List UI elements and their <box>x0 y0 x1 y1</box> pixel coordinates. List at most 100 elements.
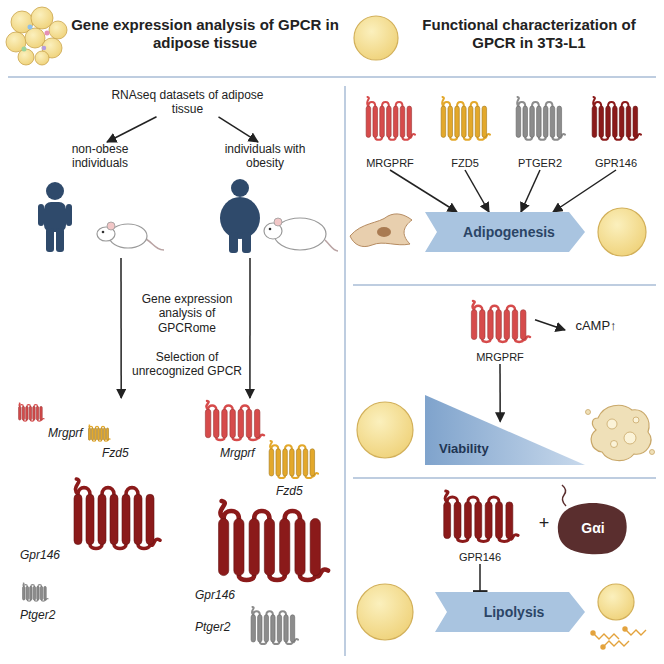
receptor-helix <box>482 106 487 137</box>
receptor-helix <box>543 106 548 137</box>
receptor-helix <box>254 409 259 438</box>
receptor-helix <box>29 406 31 420</box>
person-figure <box>38 182 72 252</box>
flow-arrow <box>107 117 157 142</box>
receptor-icon <box>19 403 44 421</box>
flow-arrow <box>553 170 616 212</box>
receptor-helix <box>619 106 624 137</box>
receptor-helix <box>86 494 94 544</box>
receptor-helix <box>146 494 154 544</box>
receptor-icon <box>444 491 518 541</box>
flow-arrow <box>521 170 540 212</box>
receptor-helix <box>480 310 485 340</box>
adipocyte-cell <box>598 584 634 620</box>
receptor-loop <box>75 479 160 548</box>
adipose-tissue-icon <box>6 7 67 65</box>
receptor-helix <box>26 586 28 600</box>
receptor-helix <box>448 106 453 137</box>
receptor-helix <box>284 615 288 642</box>
receptor-helix <box>230 409 235 438</box>
receptor-helix <box>258 615 262 642</box>
receptor-helix <box>485 502 492 539</box>
receptor-helix <box>264 615 268 642</box>
flow-arrow <box>465 170 489 212</box>
receptor-helix <box>92 428 94 440</box>
receptor-icon <box>74 479 160 548</box>
receptor-node: GPR146 <box>440 488 520 564</box>
receptor-icon <box>269 441 318 478</box>
node-text: individuals with obesity <box>223 142 307 171</box>
receptor-helix <box>44 586 46 600</box>
receptor-helix <box>104 428 106 440</box>
receptor-icon <box>23 583 48 601</box>
adipocyte-cell <box>357 584 413 640</box>
receptor-helix <box>516 106 521 137</box>
receptor-helix <box>303 449 308 476</box>
flow-arrow <box>219 117 259 142</box>
receptor-helix <box>22 406 24 420</box>
receptor-helix <box>557 106 562 137</box>
receptor-helix <box>606 106 611 137</box>
receptor-loop <box>19 403 44 421</box>
preadipocyte-cell <box>350 214 412 247</box>
gene-group: MrgprfFzd5Gpr146Ptger2 <box>190 398 338 655</box>
receptor-helix <box>98 428 100 440</box>
gene-name: Ptger2 <box>195 620 230 634</box>
receptor-helix <box>33 586 35 600</box>
receptor-loop <box>442 97 490 140</box>
receptor-helix <box>441 106 446 137</box>
viability-wedge: Viability <box>425 395 585 465</box>
node-text: non-obese individuals <box>58 142 142 171</box>
person-figure <box>220 179 260 253</box>
receptor-helix <box>30 586 32 600</box>
receptor-helix <box>613 106 618 137</box>
receptor-node: GPR146 <box>580 92 652 170</box>
receptor-helix <box>134 494 142 544</box>
receptor-helix <box>523 106 528 137</box>
dying-cell <box>586 405 655 460</box>
node-text: MRGPRF <box>476 351 524 364</box>
receptor-helix <box>40 406 42 420</box>
receptor-helix <box>98 494 106 544</box>
receptor-node: MRGPRF <box>355 92 425 170</box>
node-text: cAMP↑ <box>575 318 616 334</box>
receptor-helix <box>310 518 320 575</box>
receptor-helix <box>277 615 281 642</box>
receptor-helix <box>37 586 39 600</box>
gene-name: Gpr146 <box>20 548 60 562</box>
receptor-loop <box>367 97 415 140</box>
receptor-helix <box>101 428 103 440</box>
receptor-helix <box>110 494 118 544</box>
step-label: Selection of unrecognized GPCR <box>129 350 245 379</box>
receptor-helix <box>89 428 91 440</box>
receptor-helix <box>205 409 210 438</box>
receptor-loop <box>23 583 48 601</box>
panel-heading: Functional characterization of GPCR in 3… <box>402 16 656 52</box>
node-text: PTGER2 <box>518 157 562 170</box>
receptor-helix <box>366 106 371 137</box>
node-text: Gαi <box>581 520 604 537</box>
receptor-helix <box>290 615 294 642</box>
receptor-helix <box>26 406 28 420</box>
receptor-icon <box>366 97 415 140</box>
receptor-helix <box>40 586 42 600</box>
gene-name: Mrgprf <box>48 426 83 440</box>
receptor-helix <box>626 106 631 137</box>
node-text: Adipogenesis <box>463 224 555 241</box>
receptor-helix <box>122 494 130 544</box>
receptor-loop <box>445 491 518 541</box>
receptor-helix <box>537 106 542 137</box>
flow-arrow <box>120 258 122 398</box>
receptor-helix <box>33 406 35 420</box>
node-text: Lipolysis <box>484 604 545 621</box>
receptor-helix <box>23 586 25 600</box>
receptor-helix <box>290 449 295 476</box>
receptor-helix <box>271 615 275 642</box>
receptor-helix <box>219 518 229 575</box>
plus-sign: + <box>535 513 553 535</box>
chevron-shape <box>425 212 585 252</box>
receptor-helix <box>269 449 274 476</box>
receptor-helix <box>19 406 21 420</box>
